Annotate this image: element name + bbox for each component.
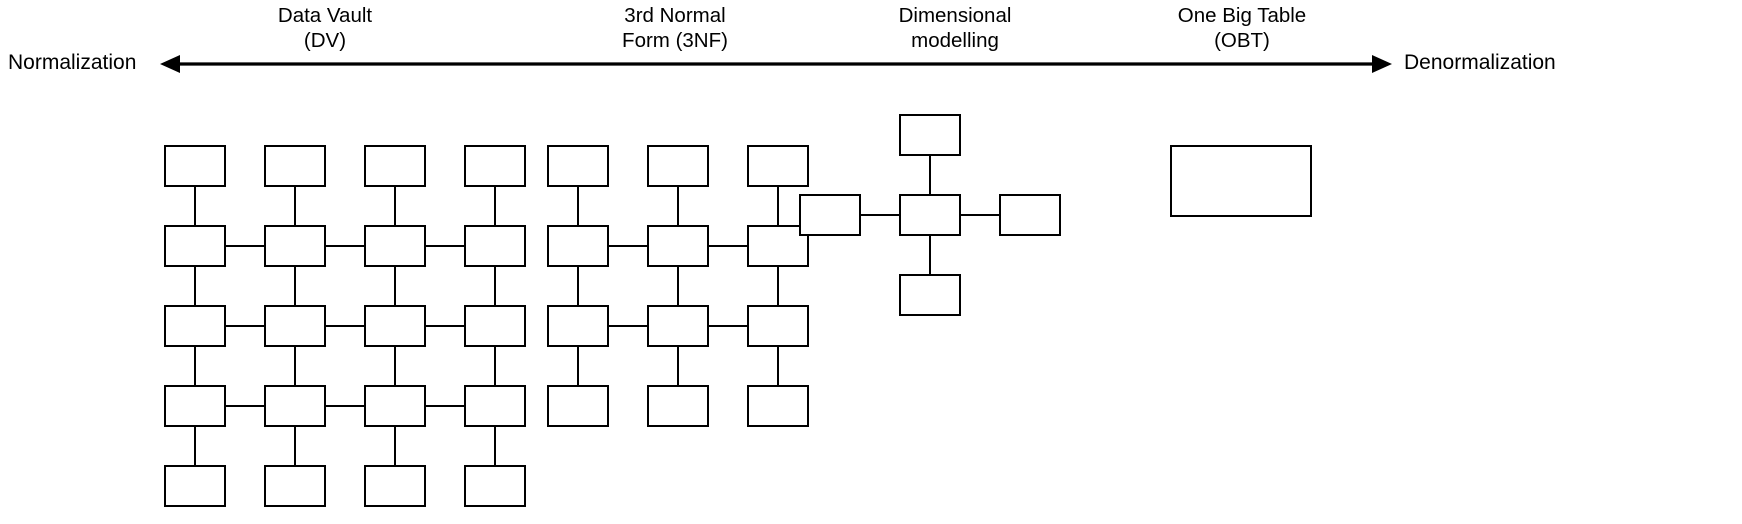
third-normal-form-vertical-connector — [676, 187, 680, 225]
data-vault-horizontal-connector — [226, 324, 264, 328]
data-vault-table-box — [464, 465, 526, 507]
data-vault-vertical-connector — [493, 187, 497, 225]
data-vault-vertical-connector — [493, 427, 497, 465]
third-normal-form-horizontal-connector — [709, 244, 747, 248]
data-vault-vertical-connector — [293, 427, 297, 465]
third-normal-form-vertical-connector — [776, 187, 780, 225]
data-vault-vertical-connector — [393, 347, 397, 385]
data-vault-vertical-connector — [193, 347, 197, 385]
third-normal-form-table-box — [647, 225, 709, 267]
data-vault-vertical-connector — [393, 187, 397, 225]
third-normal-form-table-box — [747, 305, 809, 347]
third-normal-form-table-box — [747, 145, 809, 187]
dimensional-horizontal-connector — [961, 213, 999, 217]
data-vault-vertical-connector — [193, 427, 197, 465]
dimensional-horizontal-connector — [861, 213, 899, 217]
data-vault-table-box — [164, 385, 226, 427]
data-vault-table-box — [264, 225, 326, 267]
third-normal-form-table-box — [747, 225, 809, 267]
data-vault-table-box — [264, 145, 326, 187]
data-vault-horizontal-connector — [226, 404, 264, 408]
data-vault-horizontal-connector — [426, 244, 464, 248]
third-normal-form-table-box — [647, 385, 709, 427]
dimensional-dimension-box-top — [899, 114, 961, 156]
third-normal-form-vertical-connector — [676, 347, 680, 385]
data-vault-horizontal-connector — [326, 324, 364, 328]
dimensional-fact-box — [899, 194, 961, 236]
data-vault-table-box — [264, 385, 326, 427]
third-normal-form-table-box — [547, 385, 609, 427]
data-vault-table-box — [464, 145, 526, 187]
dimensional-dimension-box-bottom — [899, 274, 961, 316]
third-normal-form-table-box — [747, 385, 809, 427]
third-normal-form-vertical-connector — [576, 347, 580, 385]
third-normal-form-horizontal-connector — [609, 244, 647, 248]
data-vault-vertical-connector — [293, 187, 297, 225]
axis-label-denormalization: Denormalization — [1404, 51, 1556, 74]
data-vault-table-box — [364, 385, 426, 427]
dimensional-vertical-connector — [928, 156, 932, 194]
data-vault-horizontal-connector — [326, 244, 364, 248]
data-vault-vertical-connector — [293, 267, 297, 305]
dimensional-dimension-box-right — [999, 194, 1061, 236]
stage-label-third-normal-form: 3rd Normal Form (3NF) — [622, 4, 728, 52]
data-vault-table-box — [464, 385, 526, 427]
data-vault-table-box — [364, 225, 426, 267]
dimensional-dimension-box-left — [799, 194, 861, 236]
data-vault-vertical-connector — [493, 267, 497, 305]
data-vault-table-box — [164, 465, 226, 507]
data-vault-table-box — [364, 305, 426, 347]
double-headed-arrow-icon — [160, 48, 1392, 80]
data-vault-vertical-connector — [293, 347, 297, 385]
data-vault-table-box — [364, 465, 426, 507]
axis-label-normalization: Normalization — [8, 51, 137, 74]
data-vault-table-box — [164, 305, 226, 347]
data-vault-vertical-connector — [393, 427, 397, 465]
dimensional-vertical-connector — [928, 236, 932, 274]
data-vault-horizontal-connector — [226, 244, 264, 248]
data-vault-vertical-connector — [193, 187, 197, 225]
data-vault-table-box — [164, 225, 226, 267]
stage-label-dimensional-modelling: Dimensional modelling — [898, 4, 1012, 52]
data-vault-table-box — [264, 305, 326, 347]
data-vault-table-box — [464, 225, 526, 267]
third-normal-form-vertical-connector — [576, 187, 580, 225]
data-vault-horizontal-connector — [426, 324, 464, 328]
data-vault-horizontal-connector — [326, 404, 364, 408]
third-normal-form-table-box — [547, 145, 609, 187]
third-normal-form-vertical-connector — [776, 347, 780, 385]
third-normal-form-table-box — [547, 305, 609, 347]
third-normal-form-table-box — [647, 305, 709, 347]
stage-label-one-big-table: One Big Table (OBT) — [1177, 4, 1307, 52]
one-big-table-box — [1170, 145, 1312, 217]
third-normal-form-vertical-connector — [676, 267, 680, 305]
data-vault-vertical-connector — [493, 347, 497, 385]
data-vault-vertical-connector — [393, 267, 397, 305]
data-vault-table-box — [264, 465, 326, 507]
third-normal-form-horizontal-connector — [609, 324, 647, 328]
data-vault-table-box — [464, 305, 526, 347]
third-normal-form-table-box — [647, 145, 709, 187]
stage-label-data-vault: Data Vault (DV) — [277, 4, 373, 52]
third-normal-form-table-box — [547, 225, 609, 267]
third-normal-form-vertical-connector — [576, 267, 580, 305]
third-normal-form-horizontal-connector — [709, 324, 747, 328]
third-normal-form-vertical-connector — [776, 267, 780, 305]
data-vault-vertical-connector — [193, 267, 197, 305]
data-vault-table-box — [364, 145, 426, 187]
data-vault-horizontal-connector — [426, 404, 464, 408]
data-vault-table-box — [164, 145, 226, 187]
